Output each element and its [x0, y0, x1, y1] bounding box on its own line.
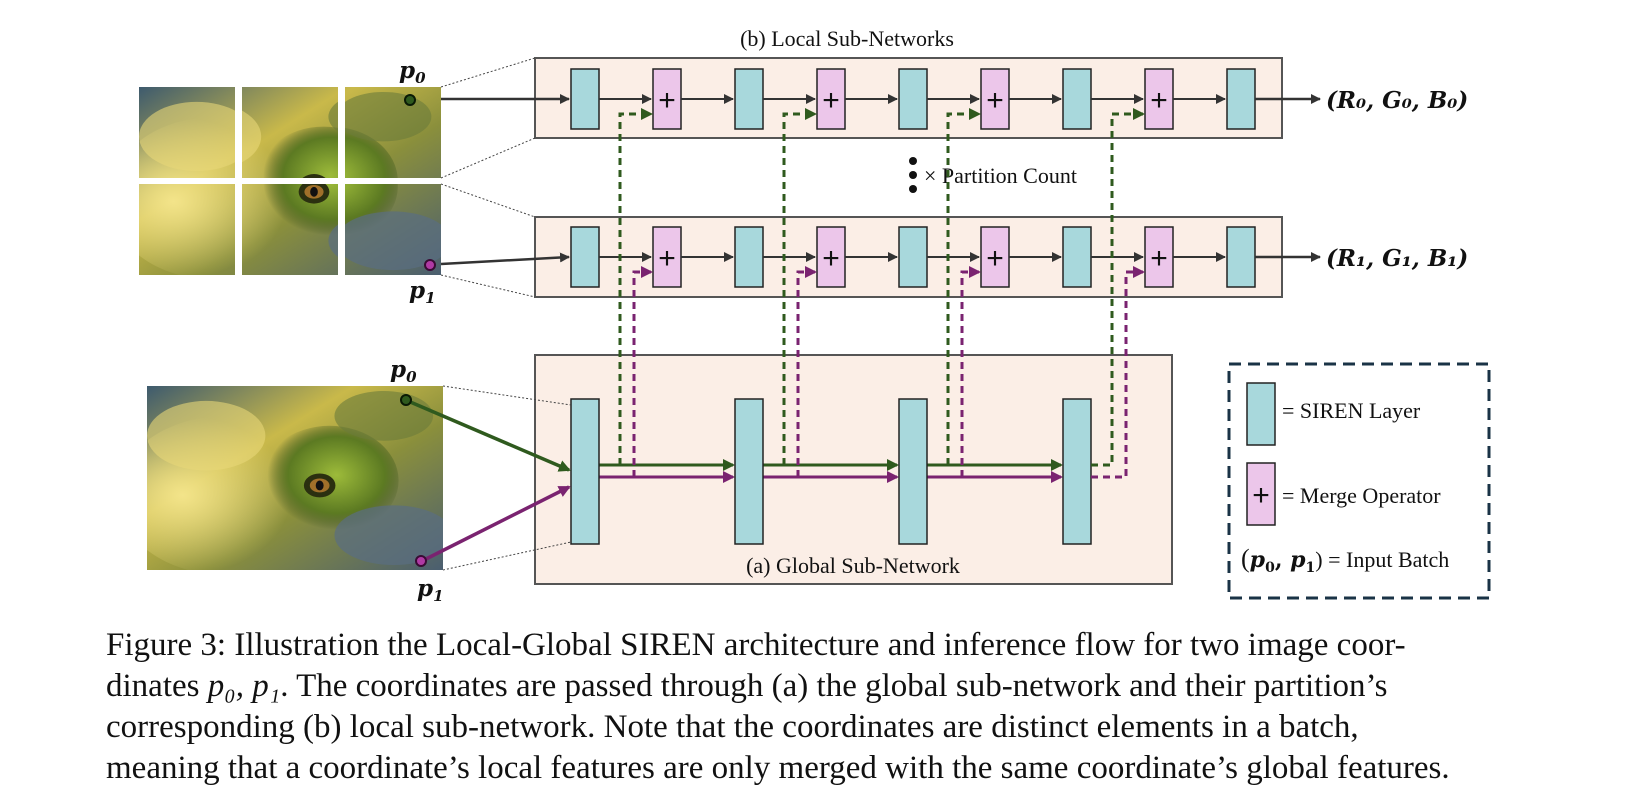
- siren-layer: [570, 226, 600, 288]
- merge-operator: [652, 226, 682, 288]
- architecture-diagram: + + + + + + + + (b) Local Sub-Networks ×…: [139, 26, 1491, 605]
- full-image: [147, 386, 443, 570]
- siren-layer: [570, 68, 600, 130]
- local-subnetwork-0: [441, 57, 1321, 139]
- siren-layer: [734, 226, 764, 288]
- merge-plus: +: [822, 84, 840, 117]
- p1-point-marker: [415, 555, 427, 567]
- legend-batch-label: (p0, p1) = Input Batch: [1241, 544, 1449, 576]
- caption-line-2-post: . The coordinates are passed through (a)…: [280, 668, 1388, 704]
- merge-operator: [1144, 226, 1174, 288]
- merge-plus: +: [1150, 84, 1168, 117]
- figure-caption: Figure 3: Illustration the Local-Global …: [106, 625, 1546, 789]
- merge-operator: [980, 68, 1010, 130]
- merge-plus: +: [1150, 242, 1168, 275]
- caption-line-2-pre: dinates: [106, 668, 208, 704]
- siren-layer: [898, 68, 928, 130]
- local-subnetworks-title: (b) Local Sub-Networks: [740, 26, 954, 51]
- merge-plus: +: [658, 84, 676, 117]
- siren-layer: [1062, 226, 1092, 288]
- siren-layer: [1062, 398, 1092, 545]
- merge-plus: +: [986, 242, 1004, 275]
- siren-layer: [898, 226, 928, 288]
- legend-merge-swatch: [1246, 462, 1276, 526]
- legend-merge-symbol: +: [1252, 479, 1270, 512]
- p0-skip-connections: [618, 108, 1145, 467]
- merge-operator: [980, 226, 1010, 288]
- ellipsis-dot: [909, 171, 917, 179]
- siren-layer: [570, 398, 600, 545]
- ellipsis-dot: [909, 185, 917, 193]
- p0-input-arrow: [407, 399, 571, 472]
- caption-line-2: dinates p₀, p₁. The coordinates are pass…: [106, 666, 1546, 707]
- p0-label-top: p0: [399, 57, 426, 87]
- legend: = SIREN Layer + = Merge Operator (p0, p1…: [1227, 362, 1491, 600]
- p1-point-marker: [424, 259, 436, 271]
- output-rgb-1: (R₁, G₁, B₁): [1326, 245, 1468, 272]
- p1-skip-connections: [632, 266, 1145, 479]
- merge-operator: [816, 68, 846, 130]
- legend-merge-label: = Merge Operator: [1282, 483, 1441, 508]
- merge-plus: +: [658, 242, 676, 275]
- partition-projection-lines: [440, 57, 536, 298]
- p1-label-bottom: p1: [417, 575, 444, 605]
- siren-layer: [1226, 226, 1256, 288]
- p1-label-top: p1: [409, 277, 436, 307]
- local-subnetwork-1: [440, 216, 1321, 298]
- siren-layer: [734, 398, 764, 545]
- caption-line-1: Figure 3: Illustration the Local-Global …: [106, 627, 1406, 663]
- siren-layer: [1062, 68, 1092, 130]
- siren-layer: [734, 68, 764, 130]
- p0-point-marker: [404, 94, 416, 106]
- p0-point-marker: [400, 394, 412, 406]
- legend-siren-swatch: [1246, 382, 1276, 446]
- partitioned-image: [139, 87, 441, 275]
- caption-line-4: meaning that a coordinate’s local featur…: [106, 750, 1450, 786]
- p0-label-bottom: p0: [390, 356, 417, 386]
- partition-count: × Partition Count: [909, 157, 1077, 193]
- caption-line-3: corresponding (b) local sub-network. Not…: [106, 709, 1359, 745]
- legend-siren-label: = SIREN Layer: [1282, 398, 1421, 423]
- merge-plus: +: [822, 242, 840, 275]
- output-rgb-0: (R₀, G₀, B₀): [1326, 87, 1468, 114]
- siren-layer: [898, 398, 928, 545]
- ellipsis-dot: [909, 157, 917, 165]
- global-subnetwork: (a) Global Sub-Network: [534, 354, 1173, 585]
- merge-symbols: + + + + + + + +: [658, 84, 1168, 275]
- merge-plus: +: [986, 84, 1004, 117]
- full-image-projection-lines: [442, 385, 572, 571]
- caption-math: p₀, p₁: [207, 668, 281, 704]
- siren-layer: [1226, 68, 1256, 130]
- p1-input-arrow: [423, 485, 571, 562]
- merge-operator: [816, 226, 846, 288]
- global-subnetwork-title: (a) Global Sub-Network: [746, 553, 960, 578]
